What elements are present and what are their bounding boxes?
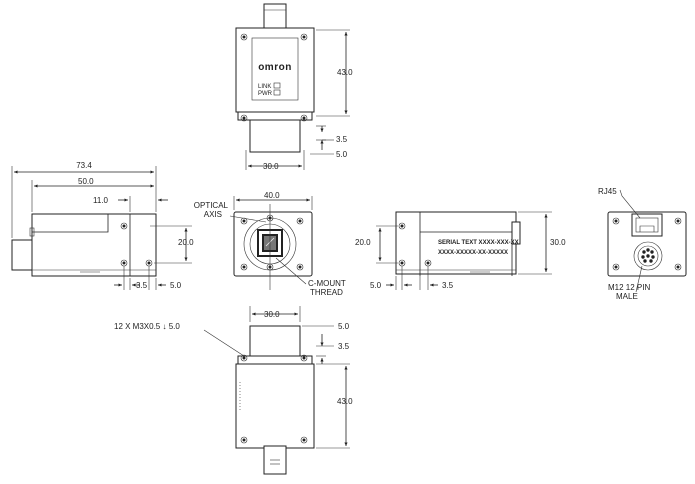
rj45-label: RJ45	[598, 187, 617, 196]
right-dim-a: 5.0	[370, 281, 382, 290]
left-dim-body: 50.0	[78, 177, 94, 186]
top-dim-edge: 5.0	[336, 150, 348, 159]
top-dim-width: 30.0	[263, 162, 279, 171]
serial-line2: XXXX-XXXXX-XX-XXXXX	[438, 250, 508, 256]
bottom-view: 12 X M3X0.5 ↓ 5.0 30.0 5.0 3.5 43.0	[114, 306, 353, 475]
right-view: SERIAL TEXT XXXX-XXX-XX XXXX-XXXXX-XX-XX…	[355, 211, 566, 290]
left-dim-b: 5.0	[170, 281, 182, 290]
left-dim-step: 11.0	[93, 196, 109, 205]
bottom-dim-offset: 3.5	[338, 342, 350, 351]
top-dim-height: 43.0	[337, 68, 353, 77]
front-dim-width: 40.0	[264, 191, 280, 200]
right-dim-side: 30.0	[550, 238, 566, 247]
bottom-dim-height: 43.0	[337, 397, 353, 406]
led-pwr-label: PWR	[258, 91, 273, 97]
thread-note: 12 X M3X0.5 ↓ 5.0	[114, 322, 180, 331]
top-view: omron LINK PWR 43.0 3.5 5.0 30.0	[235, 3, 353, 171]
bottom-dim-width: 30.0	[264, 310, 280, 319]
top-dim-offset: 3.5	[336, 135, 348, 144]
left-dim-total: 73.4	[76, 161, 92, 170]
rj45-port	[631, 213, 663, 237]
left-view-body	[31, 213, 157, 277]
left-dim-height: 20.0	[178, 238, 194, 247]
led-link-label: LINK	[258, 84, 271, 90]
top-label-panel	[251, 37, 299, 101]
bottom-view-body	[235, 363, 315, 449]
right-dim-b: 3.5	[442, 281, 454, 290]
bottom-dim-edge: 5.0	[338, 322, 350, 331]
back-view-body	[607, 211, 687, 277]
m12-connector	[633, 241, 663, 271]
serial-line1: SERIAL TEXT XXXX-XXX-XX	[438, 240, 519, 246]
left-view: 73.4 50.0 11.0 20.0 3.5 5.0	[11, 161, 194, 290]
brand-logo: omron	[258, 62, 292, 73]
right-view-body	[395, 211, 517, 275]
right-dim-height: 20.0	[355, 238, 371, 247]
left-dim-a: 3.5	[136, 281, 148, 290]
